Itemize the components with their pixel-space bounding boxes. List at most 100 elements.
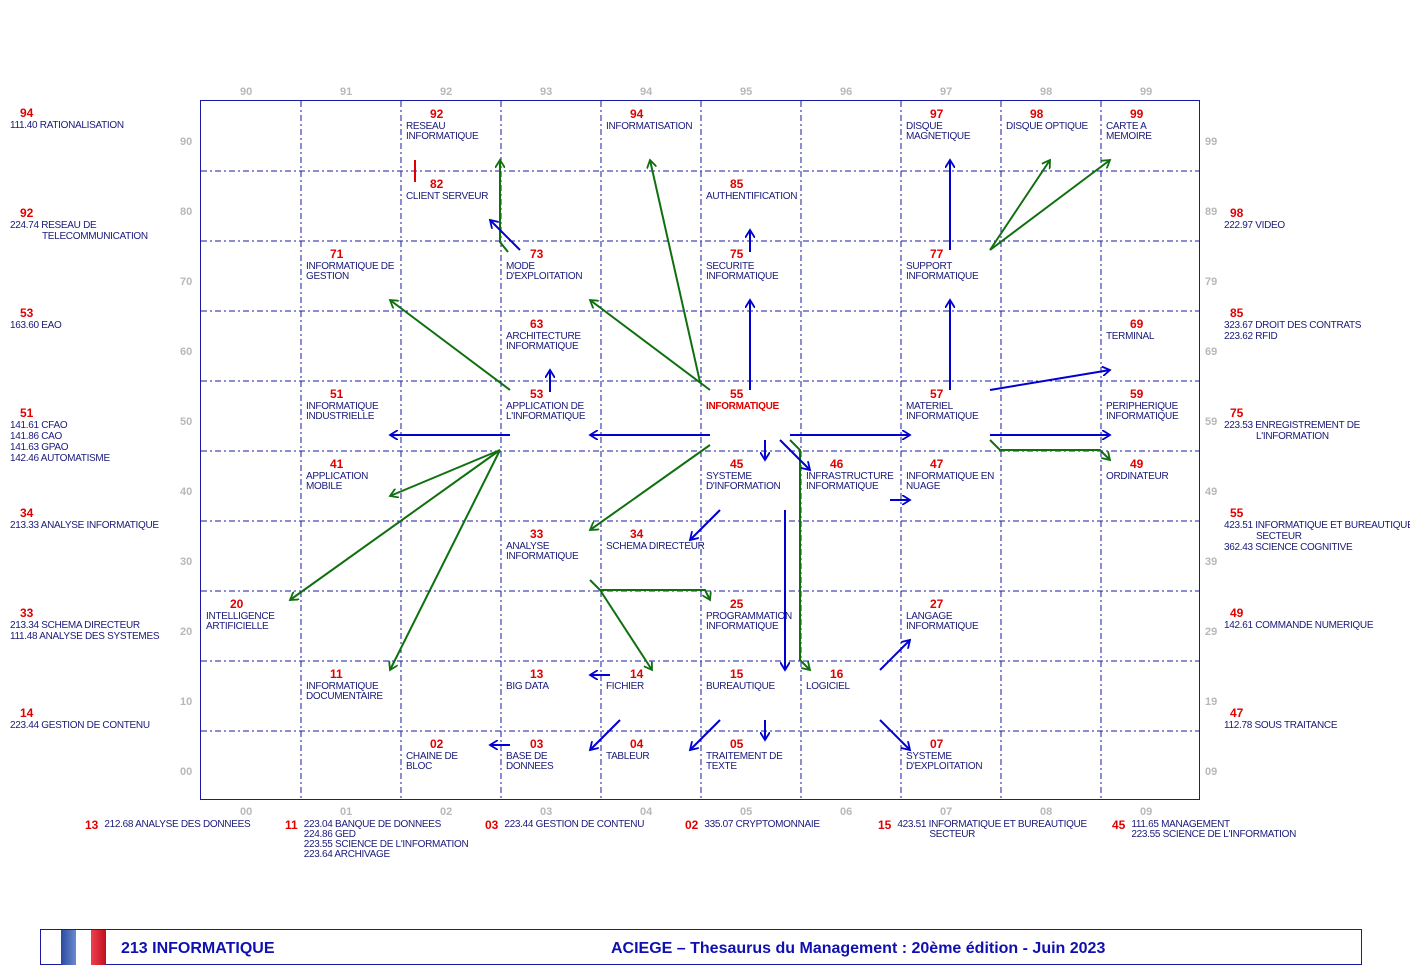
related-code: 51 (20, 406, 34, 420)
term-code: 07 (930, 737, 944, 751)
term-line: 224.74 RESEAU DE (10, 220, 97, 231)
term-line: 423.51 INFORMATIQUE ET BUREAUTIQUE (897, 819, 1087, 830)
axis-label: 30 (180, 556, 193, 568)
related-code: 14 (20, 706, 34, 720)
term-label-line: TABLEUR (606, 751, 650, 762)
term-label: AUTHENTIFICATION (706, 192, 797, 202)
term-line: 223.44 GESTION DE CONTENU (10, 720, 150, 731)
axis-label: 80 (180, 206, 193, 218)
french-flag-icon (61, 930, 106, 965)
term-label-line: INFORMATIQUE (706, 401, 779, 412)
term-code: 53 (530, 387, 544, 401)
term-code: 45 (730, 457, 744, 471)
related-code: 92 (20, 206, 34, 220)
term-code: 92 (430, 107, 444, 121)
term-label-line: SYSTEME (706, 471, 752, 482)
term-label-line: INFORMATIQUE (906, 411, 979, 422)
axis-label: 93 (540, 86, 553, 98)
term-code: 13 (530, 667, 544, 681)
term-line: 335.07 CRYPTOMONNAIE (704, 819, 820, 830)
term-code: 51 (330, 387, 344, 401)
term-label-line: DISQUE (906, 121, 943, 132)
axis-label: 94 (640, 86, 653, 98)
term-code: 25 (730, 597, 744, 611)
term-line: 141.61 CFAO (10, 420, 68, 431)
term-label-line: CARTE A (1106, 121, 1147, 132)
term-label-line: D'EXPLOITATION (506, 271, 583, 282)
term-line: 163.60 EAO (10, 320, 62, 331)
related-code: 98 (1230, 206, 1244, 220)
term-label-line: ANALYSE (506, 541, 550, 552)
term-line: 223.62 RFID (1224, 331, 1278, 342)
related-code: 33 (20, 606, 34, 620)
term-label-line: INFORMATIQUE (906, 621, 979, 632)
term-label-line: PERIPHERIQUE (1106, 401, 1178, 412)
axis-label: 05 (740, 806, 753, 818)
term-label: SCHEMA DIRECTEUR (606, 542, 705, 552)
related-lines: 212.68 ANALYSE DES DONNEES (104, 818, 250, 832)
term-code: 71 (330, 247, 344, 261)
